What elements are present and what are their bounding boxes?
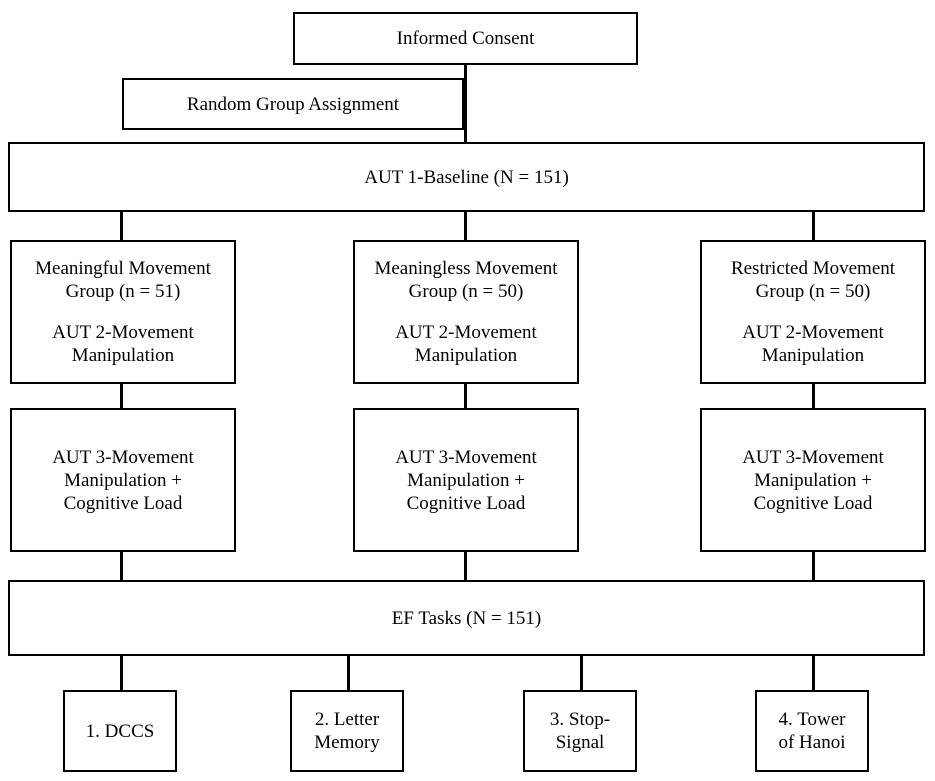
task-box-dccs: 1. DCCS bbox=[63, 690, 177, 772]
connector-group-aut3-3 bbox=[812, 382, 815, 410]
aut3-line2: Manipulation + bbox=[64, 469, 182, 491]
connector-ef-task-3 bbox=[580, 654, 583, 692]
connector-baseline-group-1 bbox=[120, 210, 123, 242]
group-name-line1: Meaningful Movement bbox=[35, 258, 211, 279]
group-name-line2: Group (n = 51) bbox=[65, 281, 181, 302]
task-box-tower-of-hanoi: 4. Tower of Hanoi bbox=[755, 690, 869, 772]
connector-baseline-group-3 bbox=[812, 210, 815, 242]
informed-consent-box: Informed Consent bbox=[293, 12, 638, 65]
group-name-line2: Group (n = 50) bbox=[408, 281, 524, 302]
task-box-stop-signal: 3. Stop- Signal bbox=[523, 690, 637, 772]
aut3-line1: AUT 3-Movement bbox=[52, 446, 194, 468]
connector-aut3-ef-1 bbox=[120, 550, 123, 582]
aut3-box-meaningful: AUT 3-Movement Manipulation + Cognitive … bbox=[10, 408, 236, 552]
informed-consent-label: Informed Consent bbox=[396, 28, 535, 49]
connector-ef-task-2 bbox=[347, 654, 350, 692]
group-box-meaningful: Meaningful Movement Group (n = 51) AUT 2… bbox=[10, 240, 236, 384]
group-box-meaningless: Meaningless Movement Group (n = 50) AUT … bbox=[353, 240, 579, 384]
ef-tasks-box: EF Tasks (N = 151) bbox=[8, 580, 925, 656]
aut3-box-meaningless: AUT 3-Movement Manipulation + Cognitive … bbox=[353, 408, 579, 552]
group-box-restricted: Restricted Movement Group (n = 50) AUT 2… bbox=[700, 240, 926, 384]
aut3-line1: AUT 3-Movement bbox=[742, 446, 884, 468]
task-line1: 4. Tower bbox=[778, 709, 846, 730]
connector-group-aut3-2 bbox=[464, 382, 467, 410]
aut3-line3: Cognitive Load bbox=[753, 492, 873, 514]
aut3-line2: Manipulation + bbox=[407, 469, 525, 491]
aut3-box-restricted: AUT 3-Movement Manipulation + Cognitive … bbox=[700, 408, 926, 552]
group-name-line1: Restricted Movement bbox=[730, 258, 896, 279]
random-assignment-label: Random Group Assignment bbox=[186, 93, 400, 115]
task-line1: 1. DCCS bbox=[85, 720, 155, 742]
task-line2: Signal bbox=[555, 732, 605, 753]
aut2-line2: Manipulation bbox=[71, 345, 175, 366]
baseline-box: AUT 1-Baseline (N = 151) bbox=[8, 142, 925, 212]
aut2-line1: AUT 2-Movement bbox=[395, 322, 537, 343]
task-line1: 2. Letter bbox=[314, 709, 380, 730]
connector-ef-task-4 bbox=[812, 654, 815, 692]
group-name-line1: Meaningless Movement bbox=[374, 258, 558, 279]
connector-baseline-group-2 bbox=[464, 210, 467, 242]
aut3-line3: Cognitive Load bbox=[63, 492, 183, 514]
connector-group-aut3-1 bbox=[120, 382, 123, 410]
task-line2: Memory bbox=[314, 732, 380, 753]
ef-tasks-label: EF Tasks (N = 151) bbox=[391, 607, 542, 629]
aut3-line3: Cognitive Load bbox=[406, 492, 526, 514]
connector-aut3-ef-3 bbox=[812, 550, 815, 582]
aut3-line1: AUT 3-Movement bbox=[395, 446, 537, 468]
connector-ef-task-1 bbox=[120, 654, 123, 692]
group-name-line2: Group (n = 50) bbox=[755, 281, 871, 302]
aut2-line2: Manipulation bbox=[414, 345, 518, 366]
aut3-line2: Manipulation + bbox=[754, 469, 872, 491]
baseline-label: AUT 1-Baseline (N = 151) bbox=[364, 166, 569, 188]
aut2-line2: Manipulation bbox=[761, 345, 865, 366]
aut2-line1: AUT 2-Movement bbox=[52, 322, 194, 343]
aut2-line1: AUT 2-Movement bbox=[742, 322, 884, 343]
random-assignment-box: Random Group Assignment bbox=[122, 78, 464, 130]
task-line1: 3. Stop- bbox=[549, 709, 611, 730]
connector-consent-baseline bbox=[464, 64, 467, 144]
task-box-letter-memory: 2. Letter Memory bbox=[290, 690, 404, 772]
task-line2: of Hanoi bbox=[778, 732, 846, 753]
connector-aut3-ef-2 bbox=[464, 550, 467, 582]
